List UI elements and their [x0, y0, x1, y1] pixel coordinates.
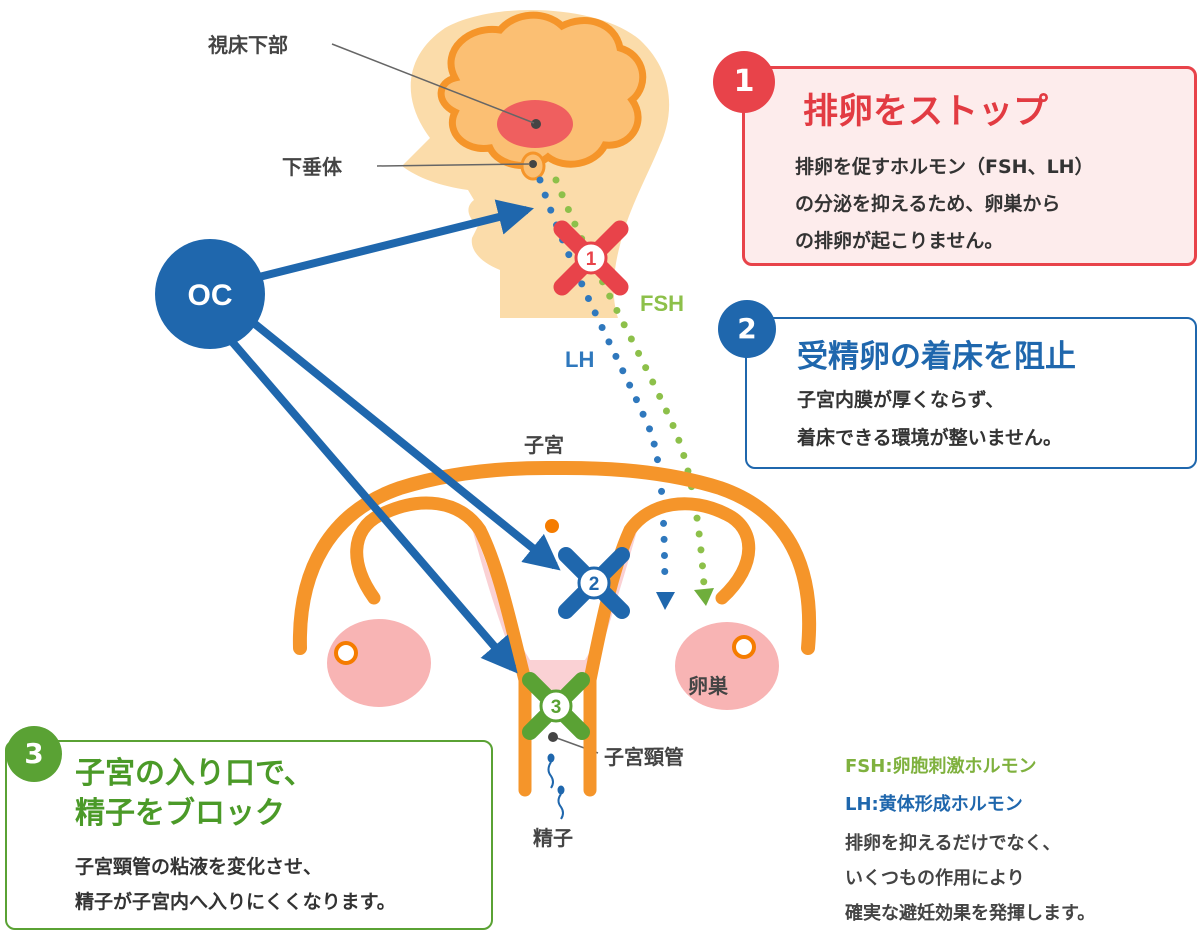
effect-2-line: 子宮内膜が厚くならず、 [797, 389, 1005, 411]
brain [437, 11, 647, 169]
summary-line: 確実な避妊効果を発揮します。 [845, 903, 1096, 924]
block-marker-1-number: 1 [586, 249, 597, 270]
lh-arrowhead [656, 592, 675, 610]
cervix-dot [548, 732, 558, 742]
pituitary-dot [529, 160, 537, 168]
effect-1-line: の分泌を抑えるため、卵巣から [795, 193, 1061, 215]
effect-3-title-line: 子宮の入り口で、 [75, 756, 314, 791]
lh-label: LH [565, 347, 594, 372]
effect-2-title: 受精卵の着床を阻止 [797, 339, 1076, 375]
uterus-left-horn [350, 496, 532, 797]
hypothalamus-label: 視床下部 [207, 33, 288, 57]
oc-circle [155, 239, 265, 349]
block-marker-3-number: 3 [551, 697, 562, 718]
uterus-egg-dot [545, 519, 559, 533]
oc-arrow-to-uterus [237, 308, 561, 571]
effect-1-line: 排卵を促すホルモン（FSH、LH） [795, 156, 1094, 178]
block-marker-2: 2 [558, 547, 630, 619]
fsh-arrowhead [694, 588, 714, 606]
effect-1-line: の排卵が起こりません。 [795, 230, 1004, 252]
sperm-cells [547, 753, 565, 820]
lh-dotted-path [536, 176, 669, 589]
uterus-outline [292, 460, 817, 655]
effect-2-badge: 2 [718, 300, 776, 358]
oc-arrow-to-cervix [218, 327, 518, 674]
cervix-label: 子宮頸管 [604, 745, 684, 769]
effect-box-3: 子宮の入り口で、 精子をブロック 子宮頸管の粘液を変化させ、 精子が子宮内へ入り… [5, 740, 493, 930]
effect-1-title: 排卵をストップ [803, 92, 1049, 132]
effect-3-body: 子宮頸管の粘液を変化させ、 精子が子宮内へ入りにくくなります。 [75, 850, 396, 920]
effect-3-title-line: 精子をブロック [75, 796, 285, 831]
fsh-definition: FSH:卵胞刺激ホルモン [845, 756, 1037, 777]
effect-2-line: 着床できる環境が整いません。 [797, 427, 1063, 449]
effect-box-2: 受精卵の着床を阻止 子宮内膜が厚くならず、 着床できる環境が整いません。 [745, 317, 1197, 469]
pituitary-label: 下垂体 [282, 155, 343, 179]
left-ovary-follicle [334, 641, 358, 665]
fsh-label: FSH [640, 291, 684, 316]
summary-note: 排卵を抑えるだけでなく、 いくつもの作用により 確実な避妊効果を発揮します。 [845, 826, 1095, 931]
effect-1-badge: 1 [713, 51, 775, 113]
hypothalamus-leader [331, 43, 535, 124]
ovary-label: 卵巣 [688, 674, 729, 698]
oc-arrow-to-pituitary [254, 199, 534, 282]
uterus-right-horn [583, 497, 756, 797]
effect-3-line: 子宮頸管の粘液を変化させ、 [75, 856, 323, 878]
summary-line: いくつもの作用により [845, 868, 1025, 889]
left-ovary [327, 619, 431, 707]
effect-2-body: 子宮内膜が厚くならず、 着床できる環境が整いません。 [797, 381, 1062, 457]
lh-definition: LH:黄体形成ホルモン [845, 794, 1023, 815]
pituitary-leader [376, 163, 531, 167]
effect-3-line: 精子が子宮内へ入りにくくなります。 [75, 891, 396, 913]
summary-line: 排卵を抑えるだけでなく、 [845, 833, 1061, 854]
sperm-label: 精子 [533, 826, 573, 850]
uterus-label: 子宮 [524, 433, 564, 457]
effect-1-body: 排卵を促すホルモン（FSH、LH） の分泌を抑えるため、卵巣から の排卵が起こり… [795, 149, 1094, 260]
block-marker-2-number: 2 [589, 574, 600, 595]
effect-3-title: 子宮の入り口で、 精子をブロック [75, 754, 314, 834]
right-ovary-follicle [732, 635, 756, 659]
effect-box-1: 排卵をストップ 排卵を促すホルモン（FSH、LH） の分泌を抑えるため、卵巣から… [742, 66, 1197, 266]
hypothalamus-dot [531, 119, 541, 129]
effect-3-badge: 3 [6, 726, 62, 782]
block-marker-1: 1 [553, 220, 629, 296]
block-marker-3: 3 [522, 672, 590, 740]
oc-label: OC [188, 279, 233, 312]
